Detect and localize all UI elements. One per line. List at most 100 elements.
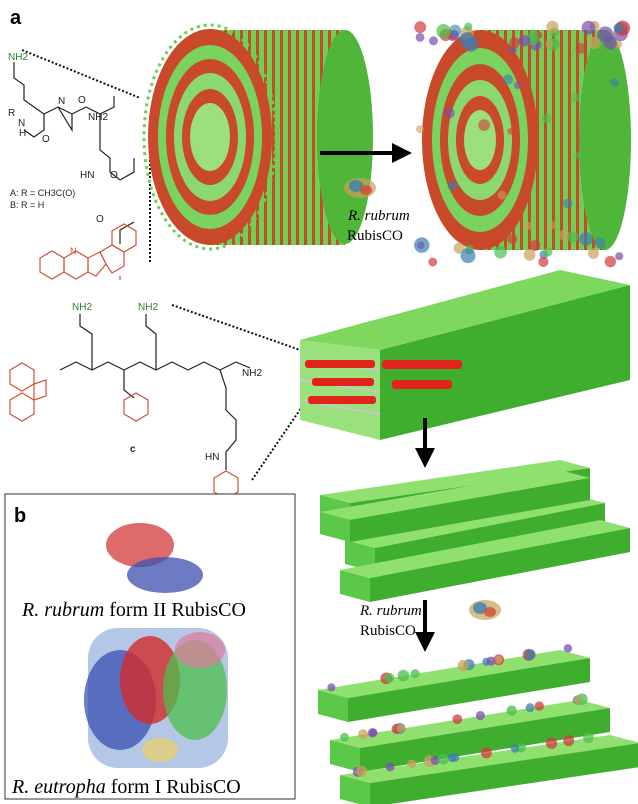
decorated-nanotube-model	[414, 20, 631, 268]
oxygen-label: O	[42, 134, 50, 145]
arrow-label-protein-2: RubisCO	[360, 623, 416, 639]
zoom-lines-c	[171, 304, 311, 481]
fmoc-and-phenyl-rings	[9, 362, 239, 500]
rubisco-particle	[570, 92, 581, 102]
rubisco-particle	[579, 232, 593, 246]
rubisco-particle	[460, 248, 476, 264]
decorated-stacked-nanoribbons	[318, 644, 638, 804]
amine-label-1: NH2	[72, 302, 92, 313]
hydrogen-label: H	[19, 128, 26, 139]
slab-top	[320, 470, 590, 520]
rubisco-particle	[581, 20, 596, 35]
rubisco-particle	[610, 78, 619, 87]
rubisco-particle	[415, 32, 425, 42]
panel-label-a: a	[10, 7, 22, 29]
rubisco-particle	[416, 125, 424, 134]
slab-side	[348, 658, 590, 722]
slab-end	[318, 690, 348, 722]
panel-label-b: b	[14, 505, 26, 527]
slab-side	[360, 708, 610, 772]
rubisco-particle	[417, 241, 425, 249]
rubisco-particle	[563, 644, 573, 653]
rubisco-particle	[575, 43, 587, 54]
chemical-structure-ab	[13, 62, 135, 244]
amine-label: NH2	[8, 52, 28, 63]
arrow-down-2	[415, 600, 435, 652]
rubisco-particle	[367, 728, 378, 738]
rubisco-particle	[583, 732, 594, 744]
rubisco-decorations	[414, 20, 631, 268]
rubisco-particle	[574, 152, 581, 159]
arrow-label-protein: RubisCO	[347, 228, 403, 244]
rubisco-particle	[430, 755, 440, 765]
rubisco-particle	[558, 229, 570, 241]
rubisco-particle	[475, 710, 485, 721]
rubisco-particle	[597, 26, 614, 43]
rubisco-particle	[513, 81, 522, 90]
chemical-structure-ab-labels: NH2 R N H O N O NH2 HN O O A: R = CH3C(O…	[8, 52, 118, 225]
slab-side	[370, 743, 638, 804]
rubisco-particle	[478, 119, 490, 132]
rubisco-particle	[524, 649, 536, 661]
amide-nh-label: N	[58, 96, 65, 107]
rubisco-particle	[494, 245, 507, 259]
slab-top	[340, 520, 630, 578]
rubisco-particle	[594, 237, 606, 249]
r-group-label: R	[8, 108, 15, 119]
amide-nh2-label: NH2	[242, 368, 262, 379]
slab-top	[318, 650, 590, 698]
chemical-structure-c	[59, 314, 251, 470]
rubisco-particle	[396, 723, 405, 733]
arrow-down-1	[415, 418, 435, 468]
rubisco-particle	[525, 703, 535, 713]
form-i-rubisco-structure	[84, 628, 228, 768]
rubisco-icon-2	[469, 600, 501, 620]
rubisco-particle	[546, 20, 559, 33]
compound-label-c: c	[130, 444, 136, 455]
rubisco-particle	[573, 695, 582, 705]
form-ii-rubisco-structure	[106, 523, 203, 593]
oxygen-label: O	[78, 95, 86, 106]
slab-top	[320, 460, 590, 503]
rubisco-particle	[545, 737, 558, 749]
rubisco-particle	[538, 256, 549, 267]
rubisco-particle	[547, 220, 557, 230]
slab-end	[330, 740, 360, 772]
rubisco-particle	[524, 221, 533, 231]
rubisco-particle	[497, 190, 507, 200]
rubisco-particle	[529, 240, 541, 251]
amide-nh2-label: NH2	[88, 112, 108, 123]
rubisco-particle	[447, 753, 457, 763]
rubisco-particle	[447, 180, 458, 191]
rubisco-particle	[518, 35, 531, 47]
rubisco-particle	[437, 753, 449, 765]
slab-end	[340, 775, 370, 804]
rubisco-particle	[486, 656, 496, 666]
form-ii-caption: R. rubrum form II RubisCO	[21, 599, 246, 621]
arrow-label-species-2: R. rubrum	[359, 603, 422, 619]
oxygen-label: O	[110, 170, 118, 181]
rubisco-particle	[507, 127, 514, 135]
rubisco-particle	[385, 762, 395, 772]
rubisco-particle	[356, 765, 368, 777]
oxygen-label: O	[96, 214, 104, 225]
nanoribbon-model	[299, 270, 630, 440]
rubisco-particle	[453, 242, 465, 254]
rubisco-particle	[428, 36, 439, 46]
rubisco-particle	[509, 37, 520, 49]
rubisco-particle	[452, 714, 463, 725]
slab-top	[330, 700, 610, 748]
rubisco-particle	[358, 729, 369, 740]
hn-label: HN	[80, 170, 94, 181]
rubisco-particle	[604, 255, 617, 268]
rubisco-particle	[528, 29, 539, 40]
rubisco-particle	[428, 257, 438, 267]
ring-nitrogen-label: N	[70, 246, 77, 256]
rubisco-particle	[587, 247, 600, 259]
rubisco-particle	[588, 36, 601, 50]
rubisco-particle	[464, 22, 473, 31]
chemical-structure-c-labels: NH2 NH2 NH2 HN c	[72, 302, 262, 463]
rubisco-particle	[457, 660, 469, 672]
rubisco-particle	[507, 233, 518, 245]
